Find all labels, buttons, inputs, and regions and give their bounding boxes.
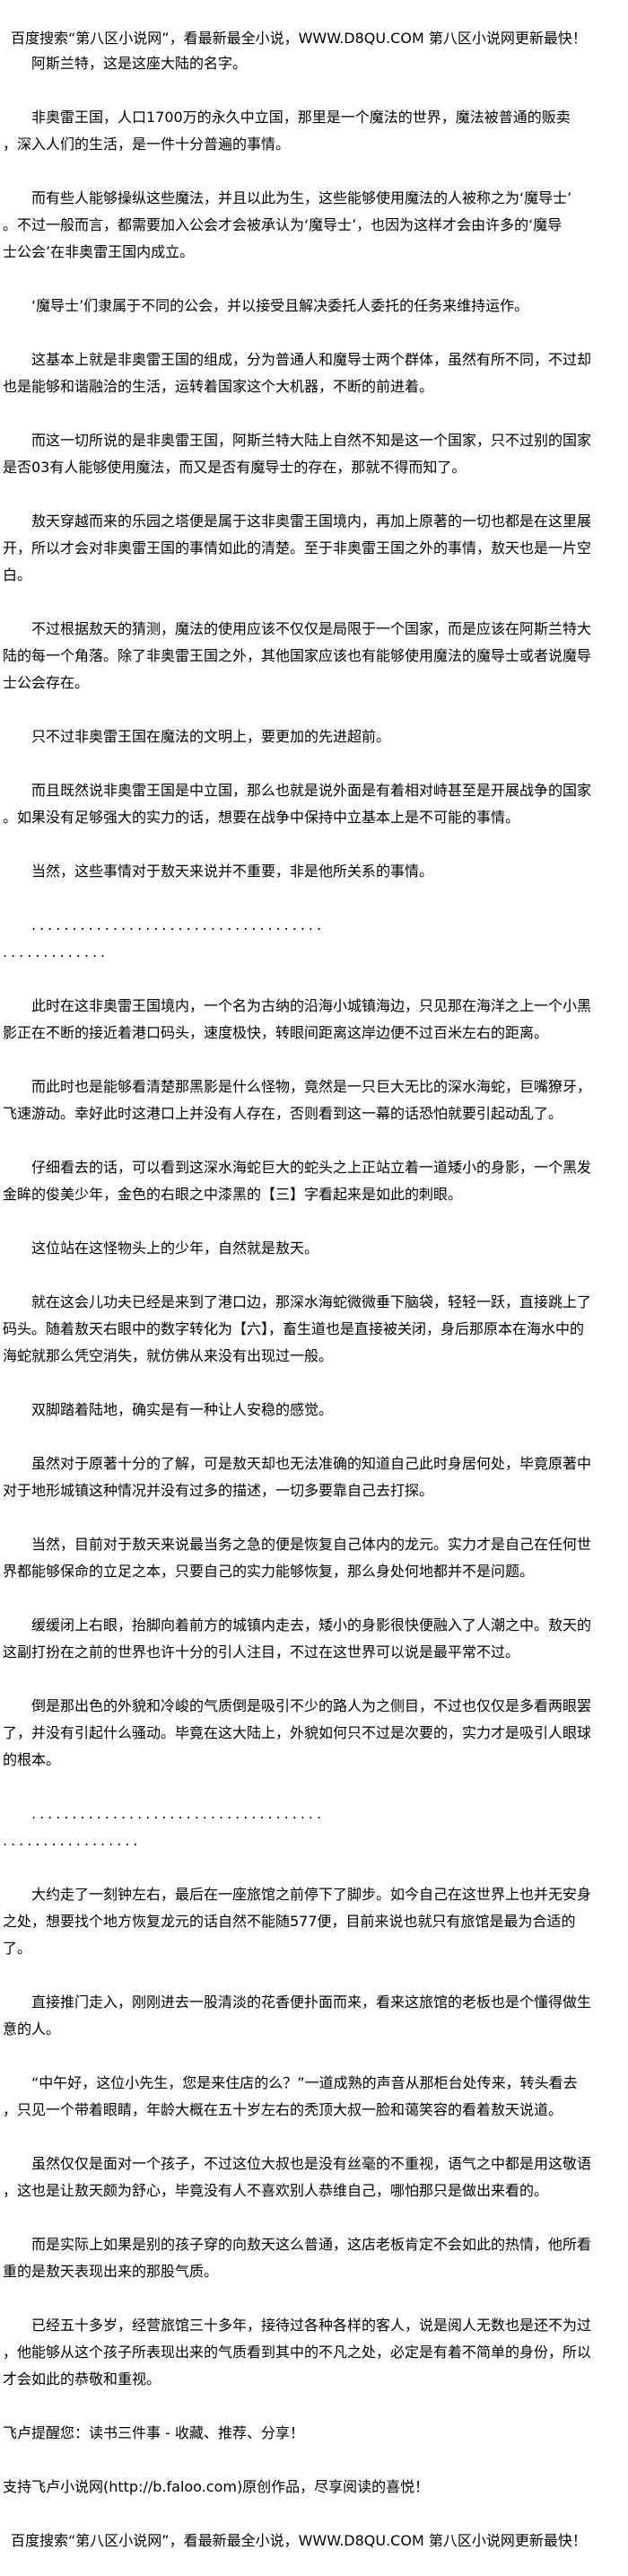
paragraph: 而有些人能够操纵这些魔法，并且以此为生，这些能够使用魔法的人被称之为‘魔导士’ 。… <box>0 185 628 266</box>
paragraph-line: 虽然仅仅是面对一个孩子，不过这位大叔也是没有丝毫的不重视，语气之中都是用这敬语 <box>31 2155 592 2172</box>
paragraph-line: 不过根据敖天的猜测，魔法的使用应该不仅仅是局限于一个国家，而是应该在阿斯兰特大 <box>31 620 592 637</box>
paragraph-line: 。不过一般而言，都需要加入公会才会被承认为‘魔导士’，也因为这样才会由许多的‘魔… <box>3 216 563 233</box>
paragraph-line: 海蛇就那么凭空消失，就仿佛从来没有出现过一般。 <box>3 1347 334 1364</box>
paragraph-line: 对于地形城镇这种情况并没有过多的描述，一切多要靠自己去打探。 <box>3 1482 434 1499</box>
paragraph-line: 这基本上就是非奥雷王国的组成，分为普通人和魔导士两个群体，虽然有所不同，不过却 <box>31 351 592 368</box>
paragraph-line: 是否03有人能够使用魔法，而又是否有魔导士的存在，那就不得而知了。 <box>3 459 467 476</box>
paragraph-line: 只不过非奥雷王国在魔法的文明上，要更加的先进超前。 <box>31 728 391 745</box>
paragraph-line: 当然，目前对于敖天来说最当务之急的便是恢复自己体内的龙元。实力才是自己在任何世 <box>31 1536 592 1553</box>
site-banner-top: 百度搜索“第八区小说网”，看最新最全小说，WWW.D8QU.COM 第八区小说网… <box>11 30 587 47</box>
paragraph-line: 了，并没有引起什么骚动。毕竟在这大陆上，外貌如何只不过是次要的，实力才是吸引人眼… <box>3 1724 592 1741</box>
paragraph: 这基本上就是非奥雷王国的组成，分为普通人和魔导士两个群体，虽然有所不同，不过却也… <box>0 346 628 400</box>
paragraph-line: 已经五十多岁，经营旅馆三十多年，接待过各种各样的客人，说是阅人无数也是还不为过 <box>31 2317 592 2334</box>
paragraph: 而此时也是能够看清楚那黑影是什么怪物，竟然是一只巨大无比的深水海蛇，巨嘴獠牙， 飞… <box>0 1073 628 1127</box>
footer-reminder: 飞卢提醒您：读书三件事 - 收藏、推荐、分享！ <box>3 2424 304 2441</box>
paragraph: “中午好，这位小先生，您是来住店的么？”一道成熟的声音从那柜台处传来，转头看去 ，… <box>0 2070 628 2124</box>
paragraph-line: 阿斯兰特，这是这座大陆的名字。 <box>31 55 248 72</box>
paragraph-line: 陆的每一个角落。除了非奥雷王国之外，其他国家应该也有能够使用魔法的魔导士或者说魔… <box>3 647 592 664</box>
paragraph-line: ，只见一个带着眼睛，年龄大概在五十岁左右的秃顶大叔一脸和蔼笑容的看着敖天说道。 <box>3 2101 563 2118</box>
paragraph-line: 虽然对于原著十分的了解，可是敖天却也无法准确的知道自己此时身居何处，毕竟原著中 <box>31 1455 592 1472</box>
paragraph-line: 重的是敖天表现出来的那股气质。 <box>3 2263 219 2280</box>
paragraph: 只不过非奥雷王国在魔法的文明上，要更加的先进超前。 <box>0 723 628 750</box>
paragraph: 敖天穿越而来的乐园之塔便是属于这非奥雷王国境内，再加上原著的一切也都是在这里展开… <box>0 508 628 589</box>
paragraph-line: 缓缓闭上右眼，抬脚向着前方的城镇内走去，矮小的身影很快便融入了人潮之中。敖天的 <box>31 1617 592 1634</box>
paragraph: 虽然仅仅是面对一个孩子，不过这位大叔也是没有丝毫的不重视，语气之中都是用这敬语 ，… <box>0 2151 628 2204</box>
paragraph: 仔细看去的话，可以看到这深水海蛇巨大的蛇头之上正站立着一道矮小的身影，一个黑发金… <box>0 1154 628 1208</box>
paragraph-line: “中午好，这位小先生，您是来住店的么？”一道成熟的声音从那柜台处传来，转头看去 <box>31 2074 578 2091</box>
paragraph: 当然，目前对于敖天来说最当务之急的便是恢复自己体内的龙元。实力才是自己在任何世界… <box>0 1531 628 1585</box>
paragraph-line: ，深入人们的生活，是一件十分普遍的事情。 <box>3 136 291 153</box>
paragraph: 阿斯兰特，这是这座大陆的名字。 <box>0 50 628 77</box>
paragraph: 缓缓闭上右眼，抬脚向着前方的城镇内走去，矮小的身影很快便融入了人潮之中。敖天的这… <box>0 1612 628 1666</box>
paragraph: ‘魔导士’们隶属于不同的公会，并以接受且解决委托人委托的任务来维持运作。 <box>0 293 628 320</box>
section-divider: ........................................… <box>0 912 628 966</box>
footer-support-link[interactable]: 支持飞卢小说网(http://b.faloo.com)原创作品，尽享阅读的喜悦！ <box>3 2478 430 2495</box>
paragraph-line: 就在这会儿功夫已经是来到了港口边，那深水海蛇微微垂下脑袋，轻轻一跃，直接跳上了 <box>31 1293 592 1310</box>
paragraph-line: 之处，想要找个地方恢复龙元的话自然不能随577便，目前来说也就只有旅馆是最为合适… <box>3 1913 576 1930</box>
paragraph-line: 而且既然说非奥雷王国是中立国，那么也就是说外面是有着相对峙甚至是开展战争的国家 <box>31 782 592 799</box>
paragraph-line: 双脚踏着陆地，确实是有一种让人安稳的感觉。 <box>31 1401 334 1418</box>
paragraph-line: 金眸的俊美少年，金色的右眼之中漆黑的【三】字看起来是如此的刺眼。 <box>3 1186 463 1203</box>
paragraph: 直接推门走入，刚刚进去一股清淡的花香便扑面而来，看来这旅馆的老板也是个懂得做生意… <box>0 1989 628 2043</box>
paragraph-line: 直接推门走入，刚刚进去一股清淡的花香便扑面而来，看来这旅馆的老板也是个懂得做生 <box>31 1993 592 2011</box>
paragraph-line: 而是实际上如果是别的孩子穿的向敖天这么普通，这店老板肯定不会如此的热情，他所看 <box>31 2236 592 2253</box>
paragraph-line: 士公会存在。 <box>3 674 90 691</box>
paragraph: 双脚踏着陆地，确实是有一种让人安稳的感觉。 <box>0 1397 628 1424</box>
paragraph: 而且既然说非奥雷王国是中立国，那么也就是说外面是有着相对峙甚至是开展战争的国家。… <box>0 777 628 831</box>
paragraph-line: 飞速游动。幸好此时这港口上并没有人存在，否则看到这一幕的话恐怕就要引起动乱了。 <box>3 1105 563 1122</box>
paragraph-line: 而有些人能够操纵这些魔法，并且以此为生，这些能够使用魔法的人被称之为‘魔导士’ <box>31 189 572 206</box>
paragraph-line: 才会如此的恭敬和重视。 <box>3 2370 161 2388</box>
chapter-footer: 飞卢提醒您：读书三件事 - 收藏、推荐、分享！ 支持飞卢小说网(http://b… <box>0 2420 628 2554</box>
paragraph-line: 大约走了一刻钟左右，最后在一座旅馆之前停下了脚步。如今自己在这世界上也并无安身 <box>31 1886 592 1903</box>
paragraph-line: 意的人。 <box>3 2020 61 2037</box>
paragraph-line: ，这也是让敖天颇为舒心，毕竟没有人不喜欢别人恭维自己，哪怕那只是做出来看的。 <box>3 2182 549 2199</box>
paragraph-line: ，他能够从这个孩子所表现出来的气质看到其中的不凡之处，必定是有着不简单的身份，所… <box>3 2344 592 2361</box>
paragraph-line: 的根本。 <box>3 1751 61 1768</box>
paragraph: 这位站在这怪物头上的少年，自然就是敖天。 <box>0 1235 628 1262</box>
paragraph: 而这一切所说的是非奥雷王国，阿斯兰特大陆上自然不知是这一个国家，只不过别的国家是… <box>0 427 628 481</box>
paragraph-line: 而这一切所说的是非奥雷王国，阿斯兰特大陆上自然不知是这一个国家，只不过别的国家 <box>31 432 592 449</box>
paragraph: 非奥雷王国，人口1700万的永久中立国，那里是一个魔法的世界，魔法被普通的贩卖 ，… <box>0 104 628 158</box>
paragraph-line: 非奥雷王国，人口1700万的永久中立国，那里是一个魔法的世界，魔法被普通的贩卖 <box>31 109 571 126</box>
paragraph-line: 士公会’在非奥雷王国内成立。 <box>3 243 195 260</box>
paragraph-line: 界都能够保命的立足之本，只要自己的实力能够恢复，那么身处何地都并不是问题。 <box>3 1563 535 1580</box>
paragraph-line: 了。 <box>3 1940 32 1957</box>
paragraph: 就在这会儿功夫已经是来到了港口边，那深水海蛇微微垂下脑袋，轻轻一跃，直接跳上了码… <box>0 1289 628 1370</box>
paragraph-line: 开，所以才会对非奥雷王国的事情如此的清楚。至于非奥雷王国之外的事情，敖天也是一片… <box>3 539 592 556</box>
paragraph-line: 而此时也是能够看清楚那黑影是什么怪物，竟然是一只巨大无比的深水海蛇，巨嘴獠牙， <box>31 1078 592 1095</box>
paragraph-line: 。如果没有足够强大的实力的话，想要在战争中保持中立基本上是不可能的事情。 <box>3 809 520 826</box>
paragraph-line: 也是能够和谐融洽的生活，运转着国家这个大机器，不断的前进着。 <box>3 378 434 395</box>
paragraph-line: 敖天穿越而来的乐园之塔便是属于这非奥雷王国境内，再加上原著的一切也都是在这里展 <box>31 513 592 530</box>
paragraph: 已经五十多岁，经营旅馆三十多年，接待过各种各样的客人，说是阅人无数也是还不为过 ，… <box>0 2312 628 2393</box>
section-divider: ........................................… <box>0 1801 628 1854</box>
paragraph: 当然，这些事情对于敖天来说并不重要，非是他所关系的事情。 <box>0 858 628 885</box>
paragraph-line: 此时在这非奥雷王国境内，一个名为古纳的沿海小城镇海边，只见那在海洋之上一个小黑 <box>31 997 592 1014</box>
paragraph: 虽然对于原著十分的了解，可是敖天却也无法准确的知道自己此时身居何处，毕竟原著中对… <box>0 1450 628 1504</box>
paragraph-line: 仔细看去的话，可以看到这深水海蛇巨大的蛇头之上正站立着一道矮小的身影，一个黑发 <box>31 1159 592 1176</box>
paragraph-line: 码头。随着敖天右眼中的数字转化为【六】，畜生道也是直接被关闭，身后那原本在海水中… <box>3 1320 585 1337</box>
paragraph-line: 倒是那出色的外貌和冷峻的气质倒是吸引不少的路人为之侧目，不过也仅仅是多看两眼罢 <box>31 1697 592 1714</box>
chapter-body: 阿斯兰特，这是这座大陆的名字。非奥雷王国，人口1700万的永久中立国，那里是一个… <box>0 50 628 2393</box>
paragraph-line: .................................... <box>31 916 326 933</box>
paragraph: 大约走了一刻钟左右，最后在一座旅馆之前停下了脚步。如今自己在这世界上也并无安身之… <box>0 1881 628 1962</box>
site-banner-bottom: 百度搜索“第八区小说网”，看最新最全小说，WWW.D8QU.COM 第八区小说网… <box>11 2532 587 2549</box>
paragraph-line: 这位站在这怪物头上的少年，自然就是敖天。 <box>31 1240 319 1257</box>
paragraph-line: ................. <box>3 1832 142 1849</box>
paragraph-line: ‘魔导士’们隶属于不同的公会，并以接受且解决委托人委托的任务来维持运作。 <box>31 297 529 314</box>
paragraph: 不过根据敖天的猜测，魔法的使用应该不仅仅是局限于一个国家，而是应该在阿斯兰特大陆… <box>0 616 628 697</box>
paragraph-line: 这副打扮在之前的世界也许十分的引人注目，不过在这世界可以说是最平常不过。 <box>3 1643 520 1660</box>
paragraph: 倒是那出色的外貌和冷峻的气质倒是吸引不少的路人为之侧目，不过也仅仅是多看两眼罢了… <box>0 1693 628 1774</box>
paragraph-line: 白。 <box>3 566 32 583</box>
paragraph-line: 当然，这些事情对于敖天来说并不重要，非是他所关系的事情。 <box>31 863 434 880</box>
paragraph-line: .................................... <box>31 1805 326 1822</box>
paragraph: 而是实际上如果是别的孩子穿的向敖天这么普通，这店老板肯定不会如此的热情，他所看重… <box>0 2231 628 2285</box>
paragraph-line: 影正在不断的接近着港口码头，速度极快，转眼间距离这岸边便不过百米左右的距离。 <box>3 1024 549 1041</box>
paragraph: 此时在这非奥雷王国境内，一个名为古纳的沿海小城镇海边，只见那在海洋之上一个小黑影… <box>0 993 628 1047</box>
paragraph-line: ............. <box>3 943 109 960</box>
